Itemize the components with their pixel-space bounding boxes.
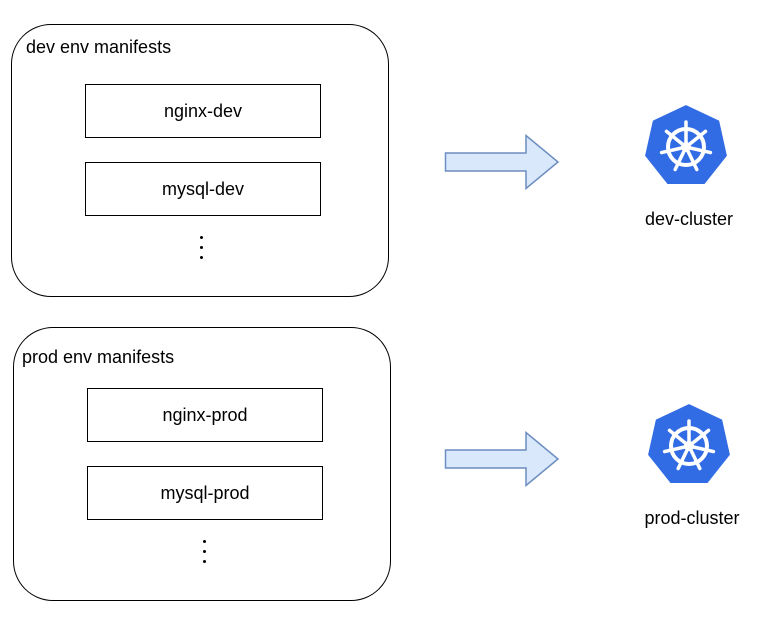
dev-manifests-group: [11, 24, 389, 297]
kubernetes-icon: [646, 402, 732, 485]
prod-manifests-group: [13, 327, 391, 601]
prod-deploy-arrow: [444, 431, 560, 487]
dev-cluster-label: dev-cluster: [644, 209, 734, 229]
dev-more-ellipsis: [200, 236, 206, 266]
prod-group-title: prod env manifests: [22, 347, 175, 367]
nginx-prod-label: nginx-prod: [162, 404, 248, 425]
dev-group-title: dev env manifests: [26, 37, 172, 57]
nginx-prod-box: nginx-prod: [87, 388, 323, 442]
mysql-dev-label: mysql-dev: [161, 178, 245, 199]
mysql-prod-box: mysql-prod: [87, 466, 323, 520]
mysql-dev-box: mysql-dev: [85, 162, 321, 216]
prod-cluster-label: prod-cluster: [644, 508, 740, 528]
mysql-prod-label: mysql-prod: [160, 482, 250, 503]
dev-deploy-arrow: [444, 134, 560, 190]
prod-more-ellipsis: [203, 540, 209, 570]
nginx-dev-label: nginx-dev: [163, 100, 243, 121]
kubernetes-icon: [643, 103, 729, 186]
nginx-dev-box: nginx-dev: [85, 84, 321, 138]
